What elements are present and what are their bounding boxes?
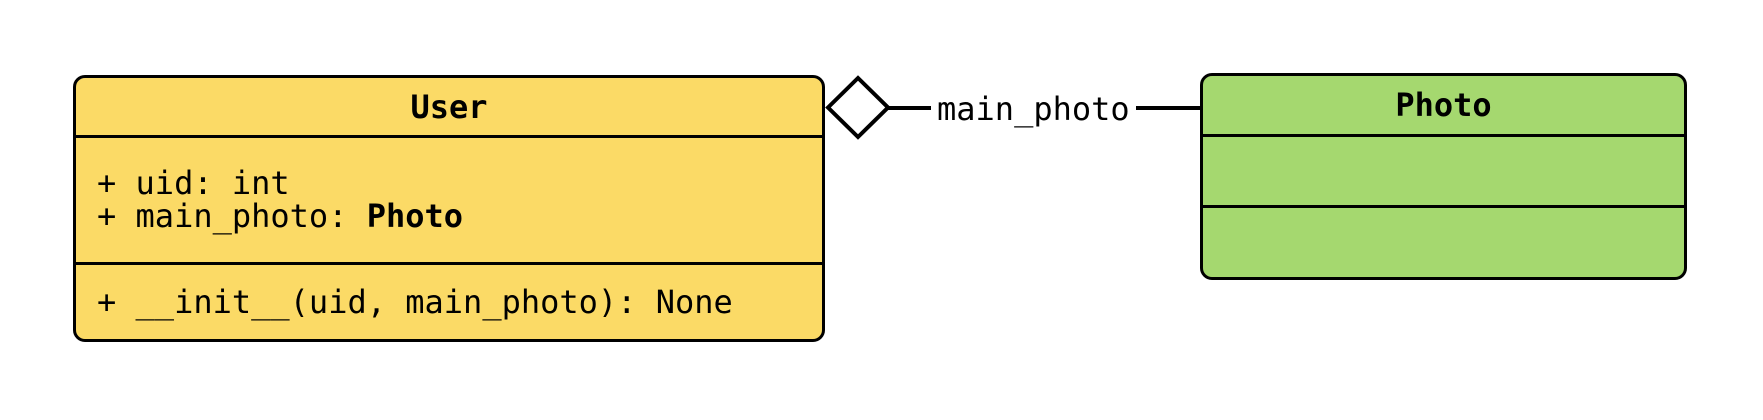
user-methods-compartment: + __init__(uid, main_photo): None: [76, 265, 822, 339]
photo-class-box: Photo: [1200, 73, 1687, 280]
attribute-main-photo: + main_photo: Photo: [97, 200, 463, 233]
photo-class-title-label: Photo: [1395, 86, 1492, 124]
attribute-main-photo-type: Photo: [366, 197, 464, 235]
attribute-main-photo-prefix: + main_photo:: [97, 197, 367, 235]
aggregation-diamond-icon: [825, 75, 891, 140]
user-class-title: User: [76, 78, 822, 138]
relation-label: main_photo: [931, 92, 1136, 126]
attribute-uid: + uid: int: [97, 164, 290, 202]
user-class-title-label: User: [410, 87, 488, 126]
user-attributes-compartment: + uid: int + main_photo: Photo: [76, 138, 822, 265]
photo-methods-compartment: [1203, 208, 1684, 277]
photo-class-title: Photo: [1203, 76, 1684, 137]
method-init: + __init__(uid, main_photo): None: [97, 282, 733, 321]
photo-attributes-compartment: [1203, 137, 1684, 208]
user-class-box: User + uid: int + main_photo: Photo + __…: [73, 75, 825, 342]
